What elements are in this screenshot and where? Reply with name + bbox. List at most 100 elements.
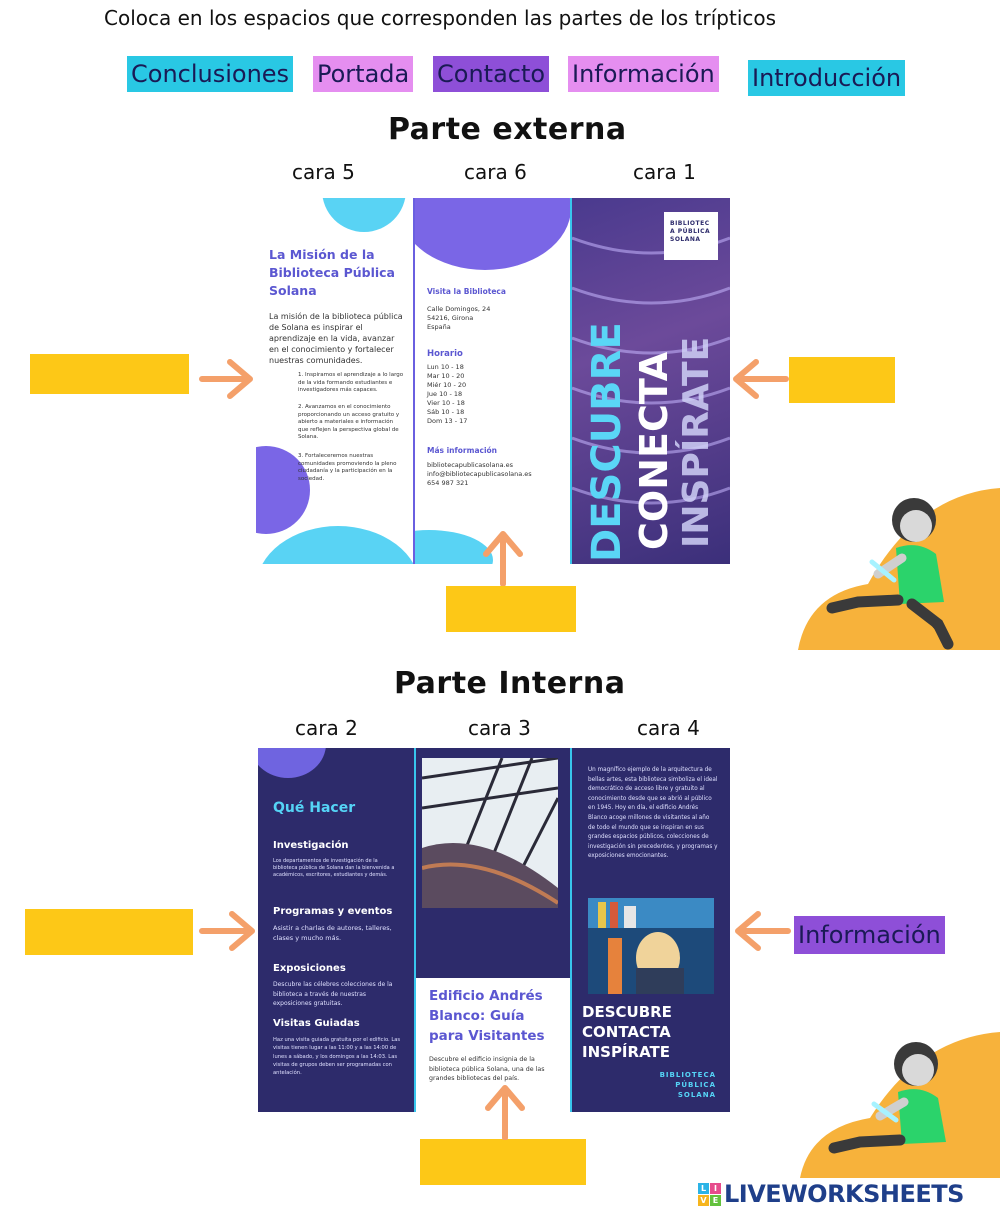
face-label-2: cara 2 <box>295 716 358 740</box>
cover-word-inspirate: INSPÍRATE <box>676 336 717 548</box>
fold-line <box>570 748 572 1112</box>
panel6-contact: bibliotecapublicasolana.es info@bibliote… <box>427 461 532 488</box>
library-photo <box>422 758 558 908</box>
fold-line <box>570 198 572 564</box>
slogan-line: INSPÍRATE <box>582 1043 670 1061</box>
panel6-more-title: Más información <box>427 446 498 455</box>
panel3-text: Descubre el edificio insignia de la bibl… <box>429 1056 545 1082</box>
logo-letter: E <box>710 1194 721 1206</box>
panel5-body: La misión de la biblioteca pública de So… <box>269 312 403 365</box>
panel5-heading: La Misión de la Biblioteca Pública Solan… <box>269 247 395 298</box>
chip-informacion[interactable]: Información <box>568 56 719 92</box>
address-line: 54216, Girona <box>427 314 474 322</box>
logo-letter: V <box>698 1194 709 1206</box>
panel5-item-1: 1. Inspiramos el aprendizaje a lo largo … <box>298 372 404 393</box>
face-label-4: cara 4 <box>637 716 700 740</box>
panel2-section-text: Haz una visita guiada gratuita por el ed… <box>273 1037 401 1077</box>
arrow-up-icon <box>485 1085 525 1140</box>
arrow-right-icon <box>199 911 255 951</box>
drop-zone-cara-3[interactable] <box>420 1139 586 1185</box>
hours-line: Dom 13 - 17 <box>427 417 468 425</box>
panel5-decor <box>256 198 414 564</box>
section-title-internal: Parte Interna <box>394 666 626 701</box>
arrow-left-icon <box>733 359 789 399</box>
chip-contacto[interactable]: Contacto <box>433 56 550 92</box>
drop-zone-cara-6[interactable] <box>446 586 576 632</box>
panel2-section-title: Investigación <box>273 840 349 851</box>
panel5-item-2: 2. Avanzamos en el conocimiento proporci… <box>298 404 400 440</box>
logo-letter: I <box>710 1182 721 1194</box>
cover-word-descubre: DESCUBRE <box>584 322 630 562</box>
hours-line: Mar 10 - 20 <box>427 372 465 380</box>
chip-portada[interactable]: Portada <box>313 56 414 92</box>
drop-zone-cara-5[interactable] <box>30 354 189 394</box>
face-label-6: cara 6 <box>464 160 527 184</box>
panel2-section-text: Descubre las célebres colecciones de la … <box>273 981 393 1007</box>
drop-zone-cara-1[interactable] <box>789 357 895 403</box>
panel-cara-4: Un magnífico ejemplo de la arquitectura … <box>572 748 730 1112</box>
panel3-heading: Edificio Andrés Blanco: Guía para Visita… <box>429 988 545 1044</box>
panel-cara-2: Qué Hacer Investigación Los departamento… <box>258 748 414 1112</box>
arrow-left-icon <box>735 911 791 951</box>
panel6-decor <box>415 198 570 564</box>
slogan-line: DESCUBRE <box>582 1003 672 1021</box>
panel4-text: Un magnífico ejemplo de la arquitectura … <box>588 767 718 860</box>
hours-line: Sáb 10 - 18 <box>427 408 465 416</box>
logo-letter: L <box>698 1182 709 1194</box>
panel6-visit-title: Visita la Biblioteca <box>427 287 506 296</box>
instruction-text: Coloca en los espacios que corresponden … <box>104 6 777 30</box>
liveworksheets-logo: L I V E LIVEWORKSHEETS <box>698 1180 964 1208</box>
child-reading-illustration <box>800 1032 1000 1178</box>
contact-line: 654 987 321 <box>427 479 469 487</box>
panel-cara-1: BIBLIOTEC A PÚBLICA SOLANA DESCUBRE CONE… <box>572 198 730 564</box>
panel-cara-5: La Misión de la Biblioteca Pública Solan… <box>256 198 414 564</box>
face-label-1: cara 1 <box>633 160 696 184</box>
panel2-section-title: Exposiciones <box>273 963 346 974</box>
logo-mark-icon: L I V E <box>698 1182 721 1206</box>
hours-line: Lun 10 - 18 <box>427 363 464 371</box>
panel6-hours-title: Horario <box>427 349 463 359</box>
panel2-section-text: Asistir a charlas de autores, talleres, … <box>273 924 392 942</box>
address-line: Calle Domingos, 24 <box>427 305 491 313</box>
child-reading-photo <box>588 898 714 994</box>
chip-introduccion[interactable]: Introducción <box>748 60 906 96</box>
panel2-section-title: Programas y eventos <box>273 906 393 917</box>
face-label-3: cara 3 <box>468 716 531 740</box>
fold-line <box>413 198 415 564</box>
panel4-brand: BIBLIOTECA PÚBLICA SOLANA <box>660 1070 716 1100</box>
panel5-item-3: 3. Fortaleceremos nuestras comunidades p… <box>298 453 397 482</box>
brand-line: BIBLIOTECA <box>659 1071 716 1079</box>
panel6-address: Calle Domingos, 24 54216, Girona España <box>427 305 490 332</box>
brochure-internal: Qué Hacer Investigación Los departamento… <box>258 748 730 1112</box>
fold-line <box>414 748 416 1112</box>
drop-zone-cara-4-filled[interactable]: Información <box>794 916 945 954</box>
face-label-5: cara 5 <box>292 160 355 184</box>
brand-line: SOLANA <box>677 1091 716 1099</box>
contact-line: bibliotecapublicasolana.es <box>427 461 513 469</box>
arrow-right-icon <box>199 359 253 399</box>
logo-text: LIVEWORKSHEETS <box>724 1180 964 1208</box>
chip-conclusiones[interactable]: Conclusiones <box>127 56 294 92</box>
hours-line: Miér 10 - 20 <box>427 381 467 389</box>
section-title-external: Parte externa <box>388 112 627 147</box>
hours-line: Jue 10 - 18 <box>427 390 463 398</box>
panel2-heading: Qué Hacer <box>273 800 356 816</box>
panel6-hours: Lun 10 - 18 Mar 10 - 20 Miér 10 - 20 Jue… <box>427 363 467 426</box>
slogan-line: CONTACTA <box>582 1023 671 1041</box>
panel3-card <box>416 978 570 1112</box>
drop-zone-cara-2[interactable] <box>25 909 193 955</box>
contact-line: info@bibliotecapublicasolana.es <box>427 470 532 478</box>
hours-line: Vier 10 - 18 <box>427 399 465 407</box>
panel2-section-title: Visitas Guiadas <box>273 1018 360 1029</box>
child-reading-illustration <box>798 488 1000 650</box>
cover-badge: BIBLIOTEC A PÚBLICA SOLANA <box>664 212 718 260</box>
panel4-slogan: DESCUBRE CONTACTA INSPÍRATE <box>582 1002 672 1062</box>
panel2-decor <box>258 748 326 778</box>
panel2-section-text: Los departamentos de investigación de la… <box>273 858 395 878</box>
panel-cara-3: Edificio Andrés Blanco: Guía para Visita… <box>416 748 570 1112</box>
arrow-up-icon <box>483 531 523 586</box>
cover-word-conecta: CONECTA <box>632 351 676 550</box>
address-line: España <box>427 323 451 331</box>
brochure-external: La Misión de la Biblioteca Pública Solan… <box>256 198 730 564</box>
panel-cara-6: Visita la Biblioteca Calle Domingos, 24 … <box>415 198 570 564</box>
